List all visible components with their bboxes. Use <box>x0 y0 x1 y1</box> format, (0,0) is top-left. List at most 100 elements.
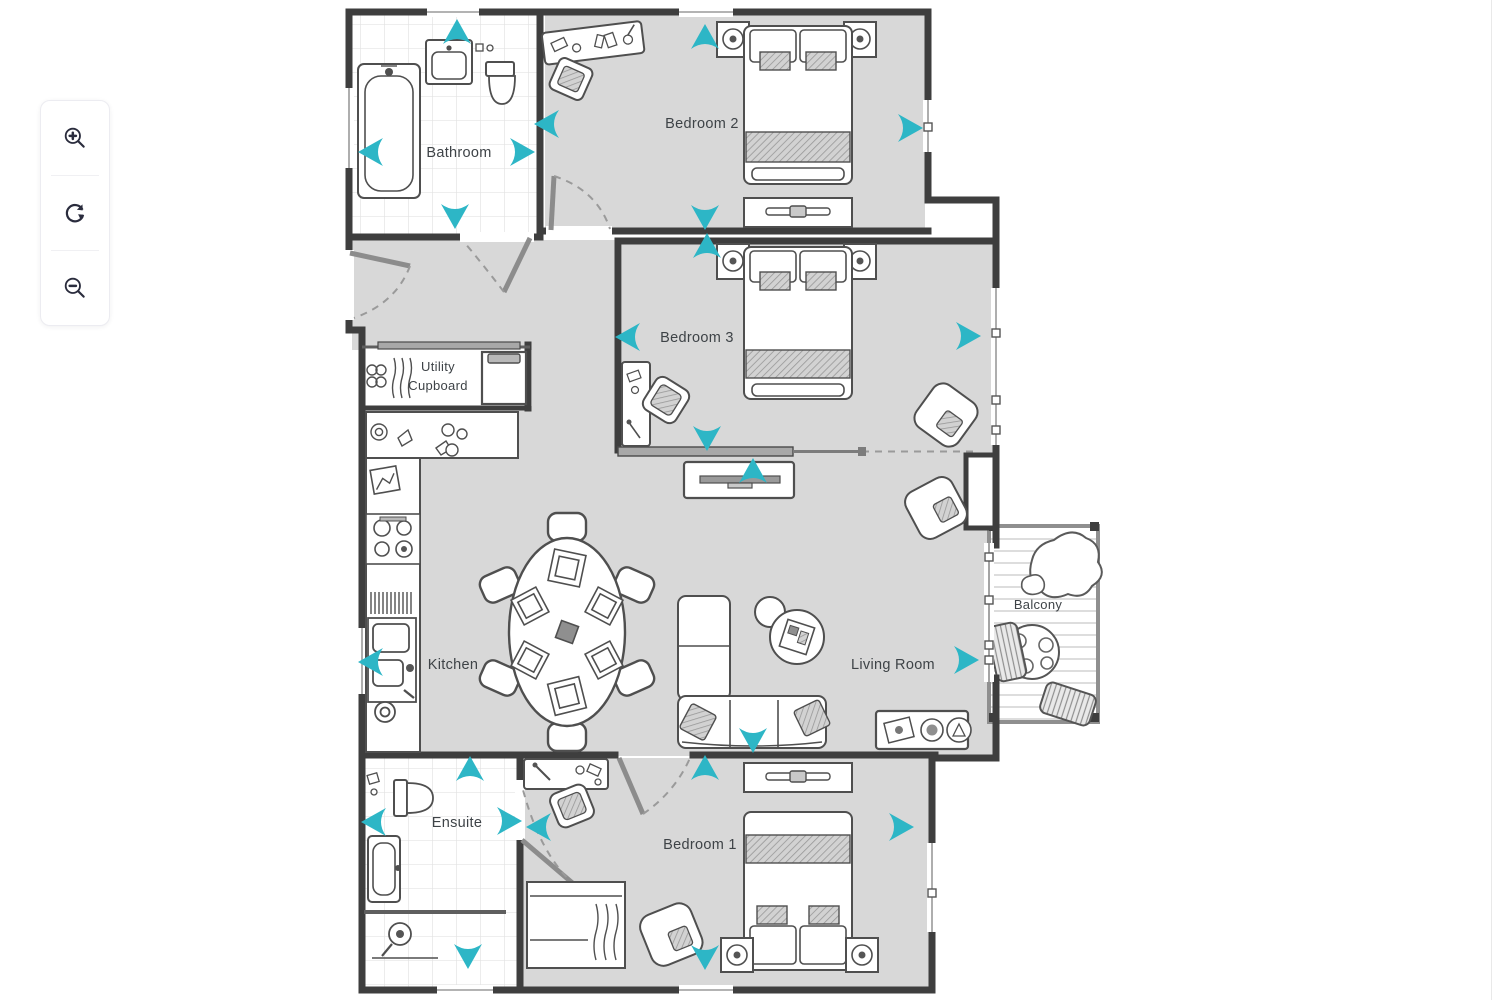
nav-arrow-ensuite-left[interactable] <box>361 808 386 836</box>
double-bed <box>743 811 853 971</box>
dining-chair <box>478 659 522 697</box>
shelf-items <box>366 771 380 796</box>
hanging-items <box>366 357 413 399</box>
nightstand <box>720 937 754 973</box>
bathroom-fixtures <box>357 39 516 199</box>
balcony-table-set <box>986 621 1097 727</box>
zoom-in-icon <box>64 127 85 148</box>
coffee-table <box>769 609 825 665</box>
armchair <box>639 902 704 967</box>
nav-arrow-bedroom1-left[interactable] <box>526 813 551 841</box>
utility-label-line2: Cupboard <box>408 378 468 393</box>
dining-chair <box>478 566 522 604</box>
stool <box>548 57 594 101</box>
nav-arrow-bedroom2-up[interactable] <box>691 24 719 49</box>
window <box>437 985 493 995</box>
bedroom3-label: Bedroom 3 <box>660 330 734 346</box>
ensuite-sink <box>367 835 401 903</box>
windows <box>344 7 1001 995</box>
ensuite-label: Ensuite <box>432 815 482 831</box>
ensuite-door <box>515 780 578 888</box>
shower <box>372 922 438 959</box>
bathroom-label: Bathroom <box>426 145 491 161</box>
bedroom1-furniture <box>523 758 879 973</box>
nav-arrow-bedroom3-right[interactable] <box>956 322 981 350</box>
utility-label-line1: Utility <box>421 359 455 374</box>
window <box>679 985 733 995</box>
nav-arrow-living-right[interactable] <box>954 646 979 674</box>
window <box>344 88 354 168</box>
window <box>427 7 479 17</box>
armchair <box>904 476 968 540</box>
worktop-items <box>370 423 468 457</box>
nav-arrow-bathroom-down[interactable] <box>441 204 469 229</box>
plan-toolbar <box>40 100 110 326</box>
living-room-label: Living Room <box>851 657 935 673</box>
nav-arrow-bathroom-up[interactable] <box>443 19 471 44</box>
nightstand <box>716 243 750 280</box>
nav-arrow-ensuite-right[interactable] <box>497 807 522 835</box>
window <box>923 100 933 152</box>
utility-contents <box>366 350 528 406</box>
desk <box>621 361 651 447</box>
bedroom2-door <box>546 175 612 236</box>
bedroom3-sliding-door <box>617 446 975 457</box>
nav-arrow-bedroom1-up[interactable] <box>691 755 719 780</box>
balcony <box>986 522 1103 727</box>
nav-arrow-bedroom2-down[interactable] <box>691 205 719 230</box>
nav-arrow-ensuite-down[interactable] <box>454 944 482 969</box>
toilet <box>393 779 434 817</box>
nav-arrow-bedroom1-down[interactable] <box>691 945 719 970</box>
washing-machine <box>480 350 528 406</box>
nav-arrow-living-down[interactable] <box>739 728 767 753</box>
bedroom1-label: Bedroom 1 <box>663 837 737 853</box>
vent-grill <box>370 592 412 614</box>
bathroom-door <box>460 232 534 294</box>
tv-cabinet <box>682 460 796 500</box>
zoom-out-button[interactable] <box>41 251 109 325</box>
nav-arrow-ensuite-up[interactable] <box>456 756 484 781</box>
wardrobe <box>526 881 626 969</box>
toolbar-divider <box>51 175 99 176</box>
nav-arrow-bedroom3-up[interactable] <box>693 233 721 258</box>
nav-arrow-bedroom1-right[interactable] <box>889 813 914 841</box>
nav-arrow-kitchen-left[interactable] <box>358 648 383 676</box>
nav-arrow-bathroom-left[interactable] <box>358 138 383 166</box>
bedroom2-label: Bedroom 2 <box>665 116 739 132</box>
toolbar-divider <box>51 250 99 251</box>
shelf <box>540 20 646 66</box>
bathtub <box>357 63 421 199</box>
double-bed <box>743 246 853 400</box>
floorplan-drawing: Bathroom Bedroom 2 Bedroom 3 Utility Cup… <box>344 7 1103 995</box>
ensuite-fixtures <box>366 771 438 959</box>
nav-arrow-bathroom-right[interactable] <box>510 138 535 166</box>
desk-chair <box>549 783 595 829</box>
nav-arrow-bedroom2-left[interactable] <box>534 110 559 138</box>
front-door <box>344 250 411 320</box>
dining-chair <box>546 721 588 753</box>
kitchen-label: Kitchen <box>428 657 478 673</box>
nav-arrow-living-up[interactable] <box>739 458 767 483</box>
zoom-out-icon <box>64 277 85 298</box>
balcony-plant <box>1020 531 1103 599</box>
window <box>927 843 937 932</box>
nav-arrow-bedroom2-right[interactable] <box>898 114 923 142</box>
nav-arrow-bedroom3-left[interactable] <box>615 323 640 351</box>
dresser <box>743 762 853 793</box>
balcony-label: Balcony <box>1014 597 1063 612</box>
zoom-in-button[interactable] <box>41 101 109 175</box>
nav-arrow-bedroom3-down[interactable] <box>693 426 721 451</box>
toilet <box>485 61 516 105</box>
rotate-button[interactable] <box>41 176 109 250</box>
window <box>679 7 733 17</box>
room-labels: Bathroom Bedroom 2 Bedroom 3 Utility Cup… <box>408 116 1062 853</box>
double-bed <box>743 25 853 185</box>
dining-set <box>478 511 656 753</box>
bedroom1-door <box>616 757 691 815</box>
balcony-door-glazing <box>984 543 994 682</box>
hob <box>365 513 421 565</box>
dining-chair <box>612 566 656 604</box>
bathroom-sink <box>425 39 494 85</box>
